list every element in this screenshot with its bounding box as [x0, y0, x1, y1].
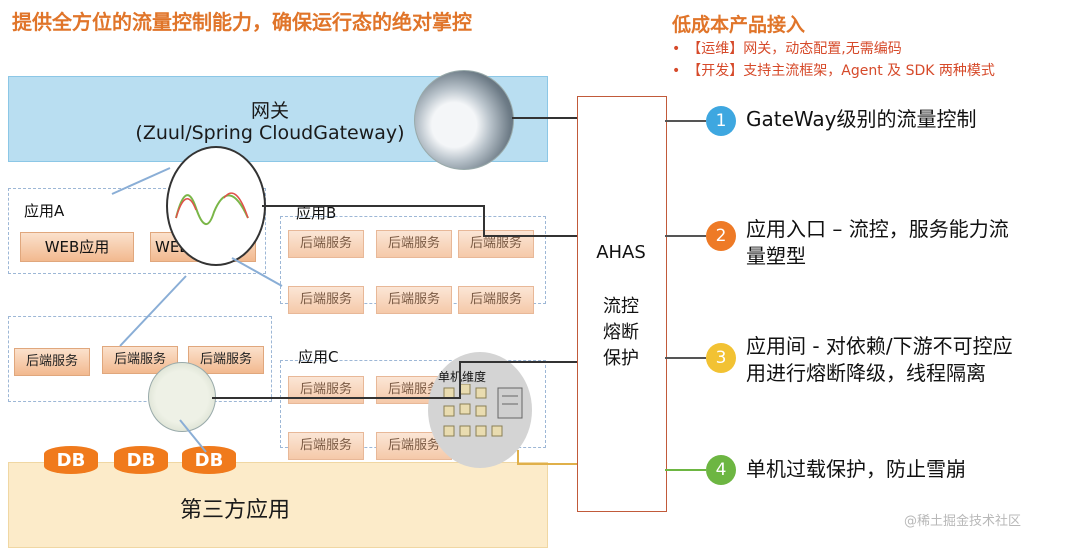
- third-party-label: 第三方应用: [180, 498, 291, 523]
- backend-service: 后端服务: [14, 348, 90, 376]
- step-4-text: 单机过载保护，防止雪崩: [746, 457, 966, 481]
- step-2-text-line2: 量塑型: [746, 244, 806, 268]
- app-a-box: [8, 188, 266, 274]
- left-service-group: [8, 316, 272, 402]
- ahas-box: [577, 96, 667, 512]
- app-a-label: 应用A: [24, 202, 65, 220]
- right-bullet-ops: • 【运维】网关，动态配置,无需编码: [672, 41, 902, 57]
- step-2-text-line1: 应用入口 – 流控，服务能力流: [746, 217, 1009, 241]
- dependency-graph-icon: [148, 362, 216, 432]
- ahas-label: AHAS: [596, 242, 646, 263]
- single-dim-label: 单机维度: [438, 370, 487, 384]
- backend-service: 后端服务: [458, 230, 534, 258]
- gateway-label: 网关: [250, 100, 289, 122]
- page-title: 提供全方位的流量控制能力，确保运行态的绝对掌控: [12, 10, 472, 34]
- app-b-label: 应用B: [296, 204, 337, 222]
- dam-photo-icon: [414, 70, 514, 170]
- backend-service: 后端服务: [288, 230, 364, 258]
- backend-service: 后端服务: [288, 376, 364, 404]
- server-grid-icon: [443, 384, 523, 437]
- third-party-band: [8, 462, 548, 548]
- watermark: @稀土掘金技术社区: [904, 514, 1022, 529]
- traffic-chart-icon: [175, 192, 249, 225]
- backend-service: 后端服务: [458, 286, 534, 314]
- gateway-sublabel: (Zuul/Spring CloudGateway): [135, 122, 405, 144]
- right-header-title: 低成本产品接入: [672, 14, 806, 36]
- step-4-badge: 4: [706, 455, 736, 485]
- backend-service: 后端服务: [376, 230, 452, 258]
- step-3-badge: 3: [706, 343, 736, 373]
- step-3-text-line1: 应用间 - 对依赖/下游不可控应: [746, 334, 1013, 358]
- db-cylinder: DB: [182, 446, 236, 474]
- app-c-label: 应用C: [298, 348, 339, 366]
- db-cylinder: DB: [44, 446, 98, 474]
- backend-service: 后端服务: [288, 286, 364, 314]
- backend-service: 后端服务: [288, 432, 364, 460]
- step-2-badge: 2: [706, 221, 736, 251]
- ahas-circuit-break: 熔断: [603, 322, 639, 343]
- right-bullet-dev: • 【开发】支持主流框架，Agent 及 SDK 两种模式: [672, 63, 995, 79]
- web-app-1: WEB应用: [20, 232, 134, 262]
- step-1-text: GateWay级别的流量控制: [746, 107, 977, 131]
- backend-service: 后端服务: [102, 346, 178, 374]
- ahas-flow-control: 流控: [603, 296, 639, 317]
- db-cylinder: DB: [114, 446, 168, 474]
- step-1-badge: 1: [706, 106, 736, 136]
- backend-service: 后端服务: [376, 286, 452, 314]
- ahas-protection: 保护: [603, 348, 639, 369]
- step-3-text-line2: 用进行熔断降级，线程隔离: [746, 361, 986, 385]
